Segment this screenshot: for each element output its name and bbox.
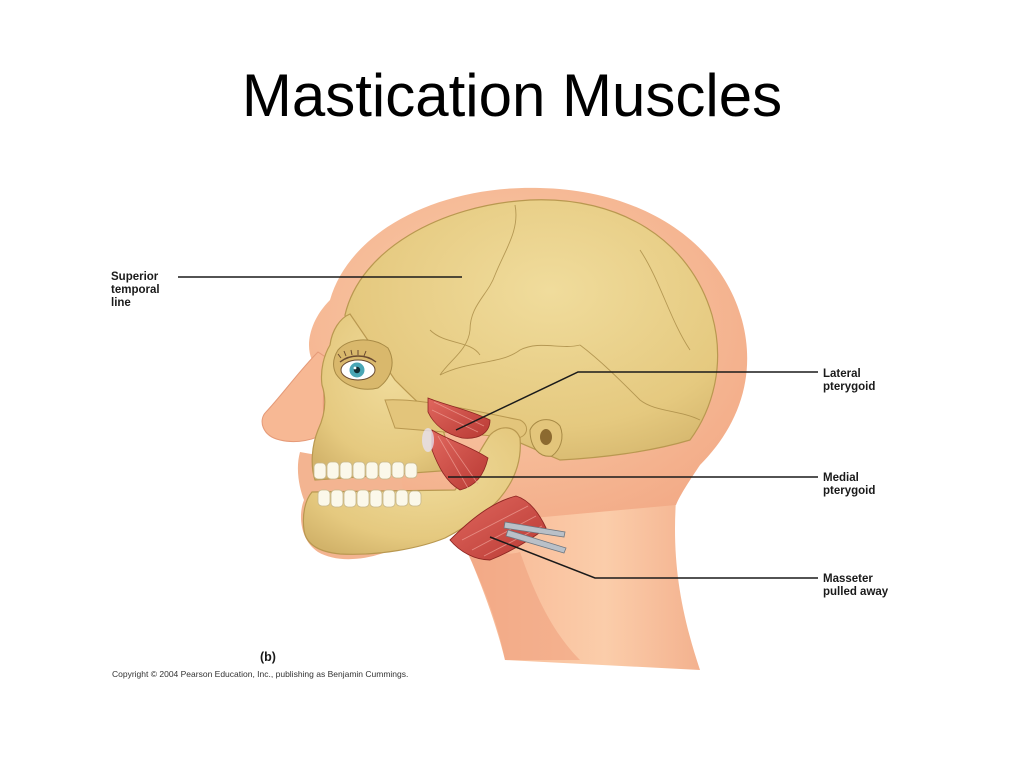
lower-teeth [317,489,422,508]
eye [337,349,377,381]
ear-mastoid [529,419,563,457]
forceps-icon [503,521,567,554]
upper-teeth [313,461,418,480]
nose [261,351,331,443]
slide-title: Mastication Muscles [241,62,783,129]
leader-lines [178,276,818,579]
leader-line-lateral [455,371,818,431]
label-superior-temporal-line: Superior temporal line [111,271,160,309]
lateral-pterygoid-muscle [427,397,491,439]
label-medial-pterygoid: Medial pterygoid [823,472,876,497]
copyright-notice: Copyright © 2004 Pearson Education, Inc.… [112,669,409,679]
panel-letter: (b) [260,650,276,664]
label-masseter-pulled-away: Masseter pulled away [823,573,889,598]
label-lateral-pterygoid: Lateral pterygoid [823,368,876,393]
skull-sutures [429,204,701,421]
masseter-muscle [449,495,547,561]
leader-line-masseter [489,536,818,579]
medial-pterygoid-muscle [422,428,489,491]
